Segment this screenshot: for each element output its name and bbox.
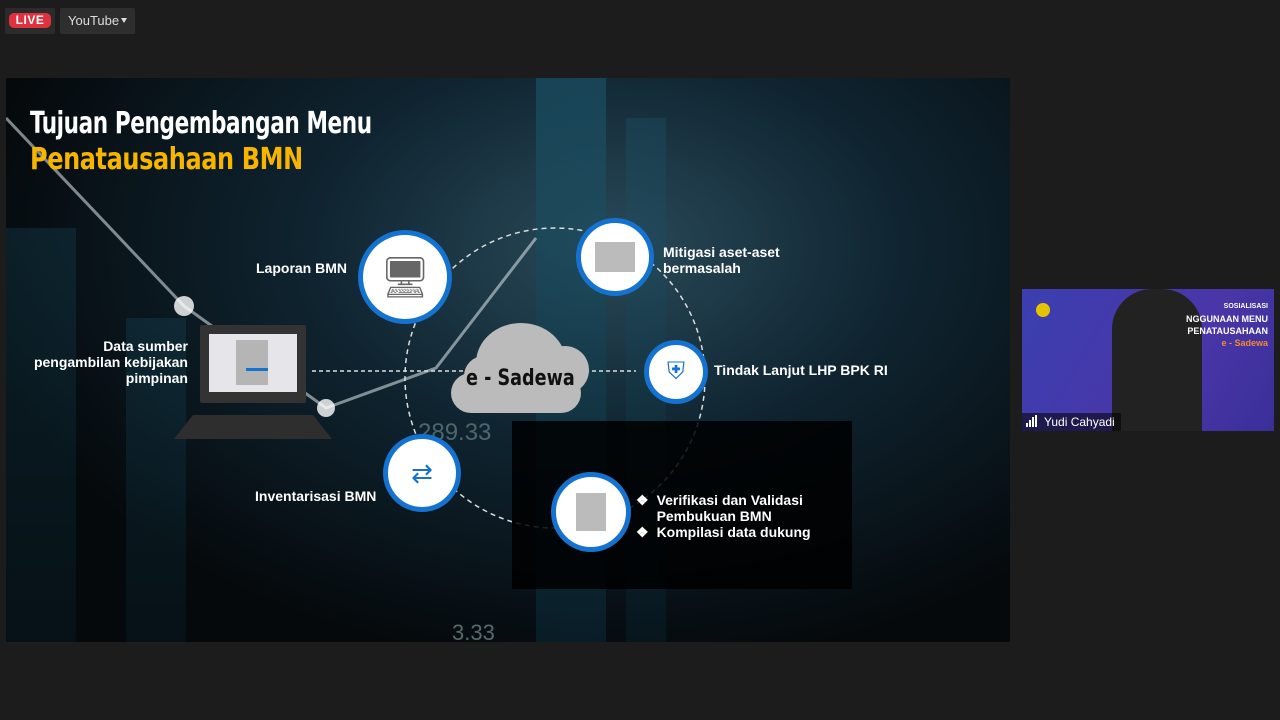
kompilasi-item: Kompilasi data dukung bbox=[656, 524, 811, 540]
participant-video bbox=[1112, 289, 1202, 431]
inventarisasi-node: ⇄ bbox=[383, 434, 461, 512]
verifikasi-list: ❖Verifikasi dan Validasi Pembukuan BMN ❖… bbox=[636, 492, 826, 540]
participant-video-tile[interactable]: SOSIALISASI NGGUNAAN MENU PENATAUSAHAAN … bbox=[1022, 289, 1274, 431]
slide-subtitle: Penatausahaan BMN bbox=[30, 142, 303, 177]
laporan-label: Laporan BMN bbox=[256, 260, 347, 276]
caret-down-icon bbox=[121, 18, 127, 23]
live-badge: LIVE bbox=[9, 13, 51, 28]
left-label: Data sumber pengambilan kebijakan pimpin… bbox=[33, 338, 188, 386]
signal-icon bbox=[1026, 415, 1037, 427]
tindak-label: Tindak Lanjut LHP BPK RI bbox=[714, 362, 888, 378]
computer-cloud-icon: 🖥 bbox=[379, 255, 431, 300]
tindak-node: ⛨ bbox=[644, 340, 708, 404]
participant-name: Yudi Cahyadi bbox=[1022, 413, 1121, 431]
verifikasi-node bbox=[551, 472, 631, 552]
cloud-shield-icon: ⛨ bbox=[667, 358, 685, 385]
laporan-node: 🖥 bbox=[358, 230, 452, 324]
logo-icon bbox=[1036, 303, 1050, 317]
verifikasi-item: Verifikasi dan Validasi Pembukuan BMN bbox=[656, 492, 803, 524]
inventarisasi-label: Inventarisasi BMN bbox=[255, 488, 377, 504]
stream-target-label: YouTube bbox=[68, 13, 120, 28]
center-label: e - Sadewa bbox=[466, 366, 575, 391]
video-banner: SOSIALISASI NGGUNAAN MENU PENATAUSAHAAN … bbox=[1186, 303, 1268, 348]
folder-share-icon bbox=[595, 242, 635, 272]
live-indicator: LIVE bbox=[5, 8, 55, 34]
document-transfer-icon: ⇄ bbox=[411, 457, 433, 488]
document-share-icon bbox=[576, 493, 606, 531]
bg-number-bottom: 3.33 bbox=[452, 620, 495, 642]
mitigasi-label: Mitigasi aset-aset bermasalah bbox=[663, 244, 780, 276]
stream-target-dropdown[interactable]: YouTube bbox=[60, 8, 135, 34]
mitigasi-node bbox=[576, 218, 654, 296]
shared-screen-slide: 289.33 3.33 Tujuan Pengembangan Menu Pen… bbox=[6, 78, 1010, 642]
slide-title: Tujuan Pengembangan Menu bbox=[30, 106, 372, 141]
